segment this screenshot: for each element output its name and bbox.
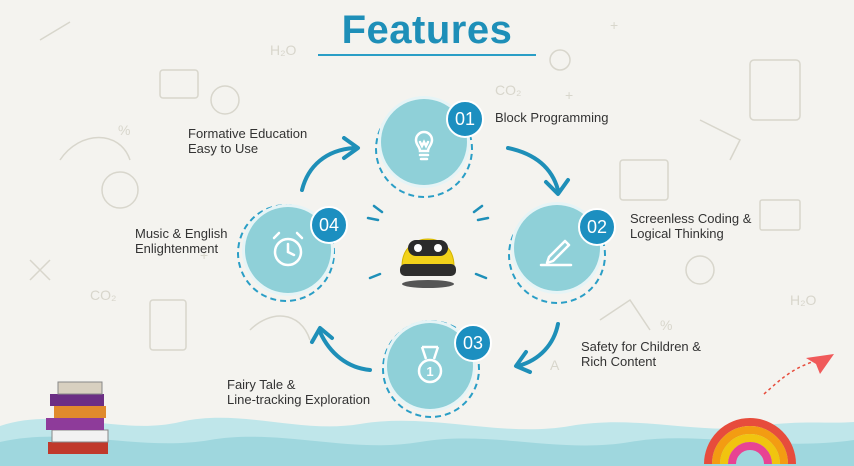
svg-text:%: %: [660, 317, 672, 333]
svg-text:%: %: [118, 122, 130, 138]
lightbulb-icon: [404, 122, 444, 162]
svg-text:CO₂: CO₂: [90, 287, 116, 303]
feature-label-03-line1: Safety for Children &: [581, 339, 701, 354]
page-title: Features: [300, 8, 554, 53]
feature-label-04-line1: Music & English: [135, 226, 227, 241]
feature-label-02-line2: Logical Thinking: [630, 226, 751, 241]
svg-text:+: +: [565, 87, 573, 103]
feature-label-03: Safety for Children & Rich Content: [581, 339, 701, 369]
feature-label-02-line1: Screenless Coding &: [630, 211, 751, 226]
caption-formative-education: Formative Education Easy to Use: [188, 126, 307, 156]
badge-01: 01: [446, 100, 484, 138]
badge-03: 03: [454, 324, 492, 362]
svg-text:H₂O: H₂O: [790, 292, 817, 308]
caption-formative-line1: Formative Education: [188, 126, 307, 141]
badge-02: 02: [578, 208, 616, 246]
stopwatch-icon: [268, 228, 308, 270]
feature-label-01: Block Programming: [495, 110, 608, 125]
robot-sparkle-lines: [366, 198, 490, 298]
arrow-top-right: [502, 140, 572, 200]
caption-fairy-line1: Fairy Tale &: [227, 377, 370, 392]
arrow-bottom-left: [308, 320, 378, 380]
feature-label-03-line2: Rich Content: [581, 354, 701, 369]
svg-text:+: +: [610, 17, 618, 33]
paper-plane-icon: [760, 350, 840, 400]
medal-number: 1: [426, 364, 433, 379]
pencil-icon: [537, 229, 577, 269]
books-illustration: [40, 372, 120, 462]
svg-text:CO₂: CO₂: [495, 82, 521, 98]
badge-04: 04: [310, 206, 348, 244]
feature-label-04-line2: Enlightenment: [135, 241, 227, 256]
arrow-bottom-right: [506, 318, 566, 378]
caption-formative-line2: Easy to Use: [188, 141, 307, 156]
svg-text:H₂O: H₂O: [270, 42, 297, 58]
medal-icon: 1: [410, 345, 450, 387]
title-underline: [318, 54, 536, 56]
feature-label-02: Screenless Coding & Logical Thinking: [630, 211, 751, 241]
feature-label-04: Music & English Enlightenment: [135, 226, 227, 256]
